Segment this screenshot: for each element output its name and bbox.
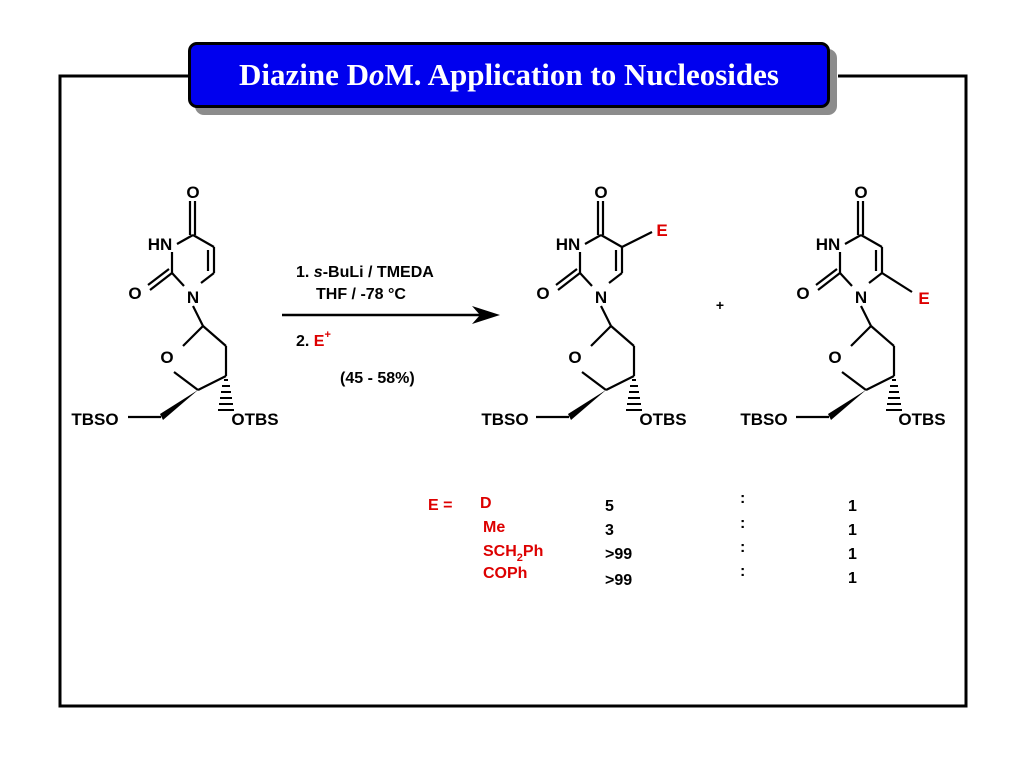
substituent-e: E [918,289,929,308]
atom-n: N [187,288,199,307]
arrowhead [472,306,500,324]
ratio-sep: : [740,563,745,580]
step2-label: 2. E+ [296,329,331,350]
ratio-sep: : [740,515,745,532]
step1-solvent: THF / -78 °C [316,286,406,303]
step1-label: 1. s-BuLi / TMEDA [296,264,434,281]
ratio-a: 5 [605,498,614,515]
atom-o: O [796,284,809,303]
yield-label: (45 - 58%) [340,370,415,387]
atom-o: O [594,183,607,202]
e-value: SCH2Ph [483,543,543,564]
atom-o: O [160,348,173,367]
atom-o: O [128,284,141,303]
atom-hn: HN [148,235,173,254]
atom-otbs: OTBS [231,410,278,429]
atom-o: O [854,183,867,202]
atom-otbs: OTBS [639,410,686,429]
substituent-e: E [656,221,667,240]
ratio-sep: : [740,490,745,507]
ratio-table: E = D 5 : 1 Me 3 : 1 SCH2Ph >99 : 1 COPh… [428,490,857,589]
ratio-b: 1 [848,570,857,587]
ratio-a: >99 [605,572,632,589]
ratio-a: >99 [605,546,632,563]
atom-n: N [595,288,607,307]
atom-n: N [855,288,867,307]
slide-frame [58,74,968,708]
atom-tbso: TBSO [71,410,118,429]
plus-sign: + [716,297,724,313]
atom-o: O [186,183,199,202]
atom-o: O [568,348,581,367]
ratio-b: 1 [848,522,857,539]
ratio-b: 1 [848,546,857,563]
page-title: Diazine DoM. Application to Nucleosides [239,57,779,92]
atom-o: O [828,348,841,367]
product-6-substituted: O HN O N O E TBSO OTBS [740,183,945,429]
ratio-a: 3 [605,522,614,539]
atom-o: O [536,284,549,303]
ratio-b: 1 [848,498,857,515]
ratio-sep: : [740,539,745,556]
e-value: Me [483,519,505,536]
atom-otbs: OTBS [898,410,945,429]
atom-tbso: TBSO [481,410,528,429]
starting-material: O HN O N O TBSO OTBS [71,183,278,429]
atom-hn: HN [556,235,581,254]
e-value: COPh [483,565,527,582]
table-label: E = [428,497,452,514]
product-5-substituted: O HN O N O E TBSO OTBS [481,183,686,429]
atom-tbso: TBSO [740,410,787,429]
e-value: D [480,495,492,512]
reaction-conditions: 1. s-BuLi / TMEDA THF / -78 °C 2. E+ (45… [282,264,500,387]
title-banner: Diazine DoM. Application to Nucleosides [188,42,830,108]
atom-hn: HN [816,235,841,254]
